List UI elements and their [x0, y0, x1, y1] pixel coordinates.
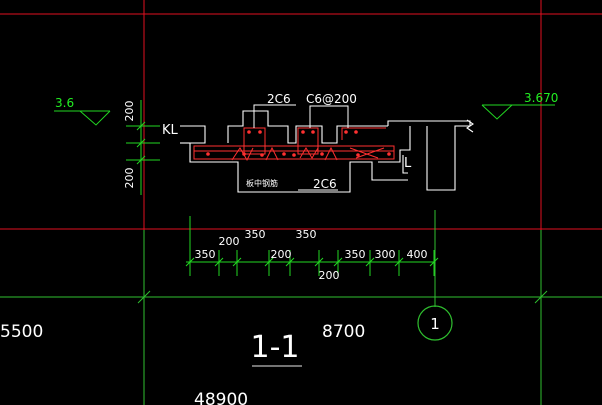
rebar-dot: [260, 153, 264, 157]
hdim-text-6: 200: [319, 269, 340, 282]
rebar-zigzag-3: [299, 147, 319, 159]
beam-outline-top: [227, 110, 388, 144]
hdim-text-7: 350: [345, 248, 366, 261]
rebar-zigzag-4: [324, 146, 338, 161]
rebar-dot: [206, 152, 210, 156]
vertical-dimension: [126, 100, 160, 195]
rebar-diagonal-1: [349, 147, 379, 159]
hdim-tick: [264, 257, 274, 267]
rebar-diagonal-2: [355, 147, 385, 159]
callout-leaders: [253, 104, 349, 191]
green-grid: [0, 210, 602, 405]
rebar-stirrup-1: [243, 127, 266, 155]
rebar-dot: [311, 130, 315, 134]
section-outline: [180, 110, 474, 193]
hdim-tick: [394, 257, 404, 267]
rebar-dot: [344, 130, 348, 134]
slab-label: L: [404, 156, 412, 171]
rebar-dot: [247, 130, 251, 134]
rebar-dot: [282, 152, 286, 156]
rebar-stirrup-2: [297, 127, 319, 155]
vdim-upper-text: 200: [123, 101, 136, 122]
hdim-tick: [285, 257, 295, 267]
elevation-right-text: 3.670: [524, 91, 558, 105]
rebar-dot: [301, 130, 305, 134]
rebar-group: [193, 127, 395, 162]
rebar-top-bar: [341, 127, 386, 140]
rebar-zigzag-2: [265, 146, 279, 161]
beam-label: KL: [162, 123, 179, 138]
elevation-right: 3.670: [481, 91, 558, 120]
rebar-dot: [242, 152, 246, 156]
rebar-dot: [320, 152, 324, 156]
vdim-tick-2: [136, 138, 146, 148]
vdim-tick-3: [136, 155, 146, 165]
elevation-left: 3.6: [54, 96, 111, 126]
midspan-note: 板中钢筋: [246, 178, 278, 188]
hdim-texts: 350 200 350 200 350 200 350 300 400: [195, 228, 428, 282]
rebar-dot: [292, 153, 296, 157]
vdim-lower-text: 200: [123, 168, 136, 189]
top-rebar-label-2: C6@200: [306, 92, 357, 106]
hdim-tick: [333, 257, 343, 267]
hdim-tick: [429, 257, 439, 267]
top-rebar-leader-1: [253, 104, 296, 128]
hdim-tick: [365, 257, 375, 267]
red-grid: [0, 0, 602, 230]
axis-bubble-label: 1: [430, 315, 440, 333]
rebar-dots: [206, 130, 391, 157]
hdim-text-5: 350: [296, 228, 317, 241]
hdim-tick: [232, 257, 242, 267]
slab-outline-top: [387, 120, 471, 126]
axis-bubble-circle: [417, 305, 453, 341]
grid-dim-bottom: 48900: [194, 390, 248, 405]
elevation-left-triangle-icon: [79, 110, 111, 126]
break-line-icon: [466, 119, 474, 133]
rebar-dot: [258, 130, 262, 134]
hdim-text-1: 350: [195, 248, 216, 261]
hdim-text-8: 300: [375, 248, 396, 261]
hdim-tick: [185, 257, 195, 267]
hdim-text-9: 400: [407, 248, 428, 261]
elevation-left-text: 3.6: [55, 96, 74, 110]
hdim-text-3: 350: [245, 228, 266, 241]
slab-outline-inner: [378, 126, 411, 163]
axis-bubble: 1: [417, 305, 453, 341]
grid-tick-left: [137, 290, 151, 304]
top-rebar-leader-2: [309, 105, 349, 128]
hdim-tick: [314, 257, 324, 267]
hdim-tick: [214, 257, 224, 267]
hdim-text-2: 200: [219, 235, 240, 248]
rebar-dot: [356, 153, 360, 157]
grid-tick-right: [534, 290, 548, 304]
beam-outline-main: [180, 125, 408, 193]
rebar-dot: [387, 152, 391, 156]
horizontal-dimension: [185, 216, 439, 276]
vdim-tick-1: [136, 121, 146, 131]
hdim-text-4: 200: [271, 248, 292, 261]
grid-dim-left: 5500: [0, 322, 43, 342]
rebar-dot: [354, 130, 358, 134]
slab-outline-right: [426, 125, 470, 191]
elevation-right-triangle-icon: [481, 104, 513, 120]
slab-rebar-main: [193, 145, 395, 160]
section-title: 1-1: [251, 330, 300, 365]
bottom-rebar-label: 2C6: [313, 177, 337, 191]
grid-dim-middle: 8700: [322, 322, 365, 342]
top-rebar-label-1: 2C6: [267, 92, 291, 106]
slab-l-marker: [402, 155, 408, 174]
